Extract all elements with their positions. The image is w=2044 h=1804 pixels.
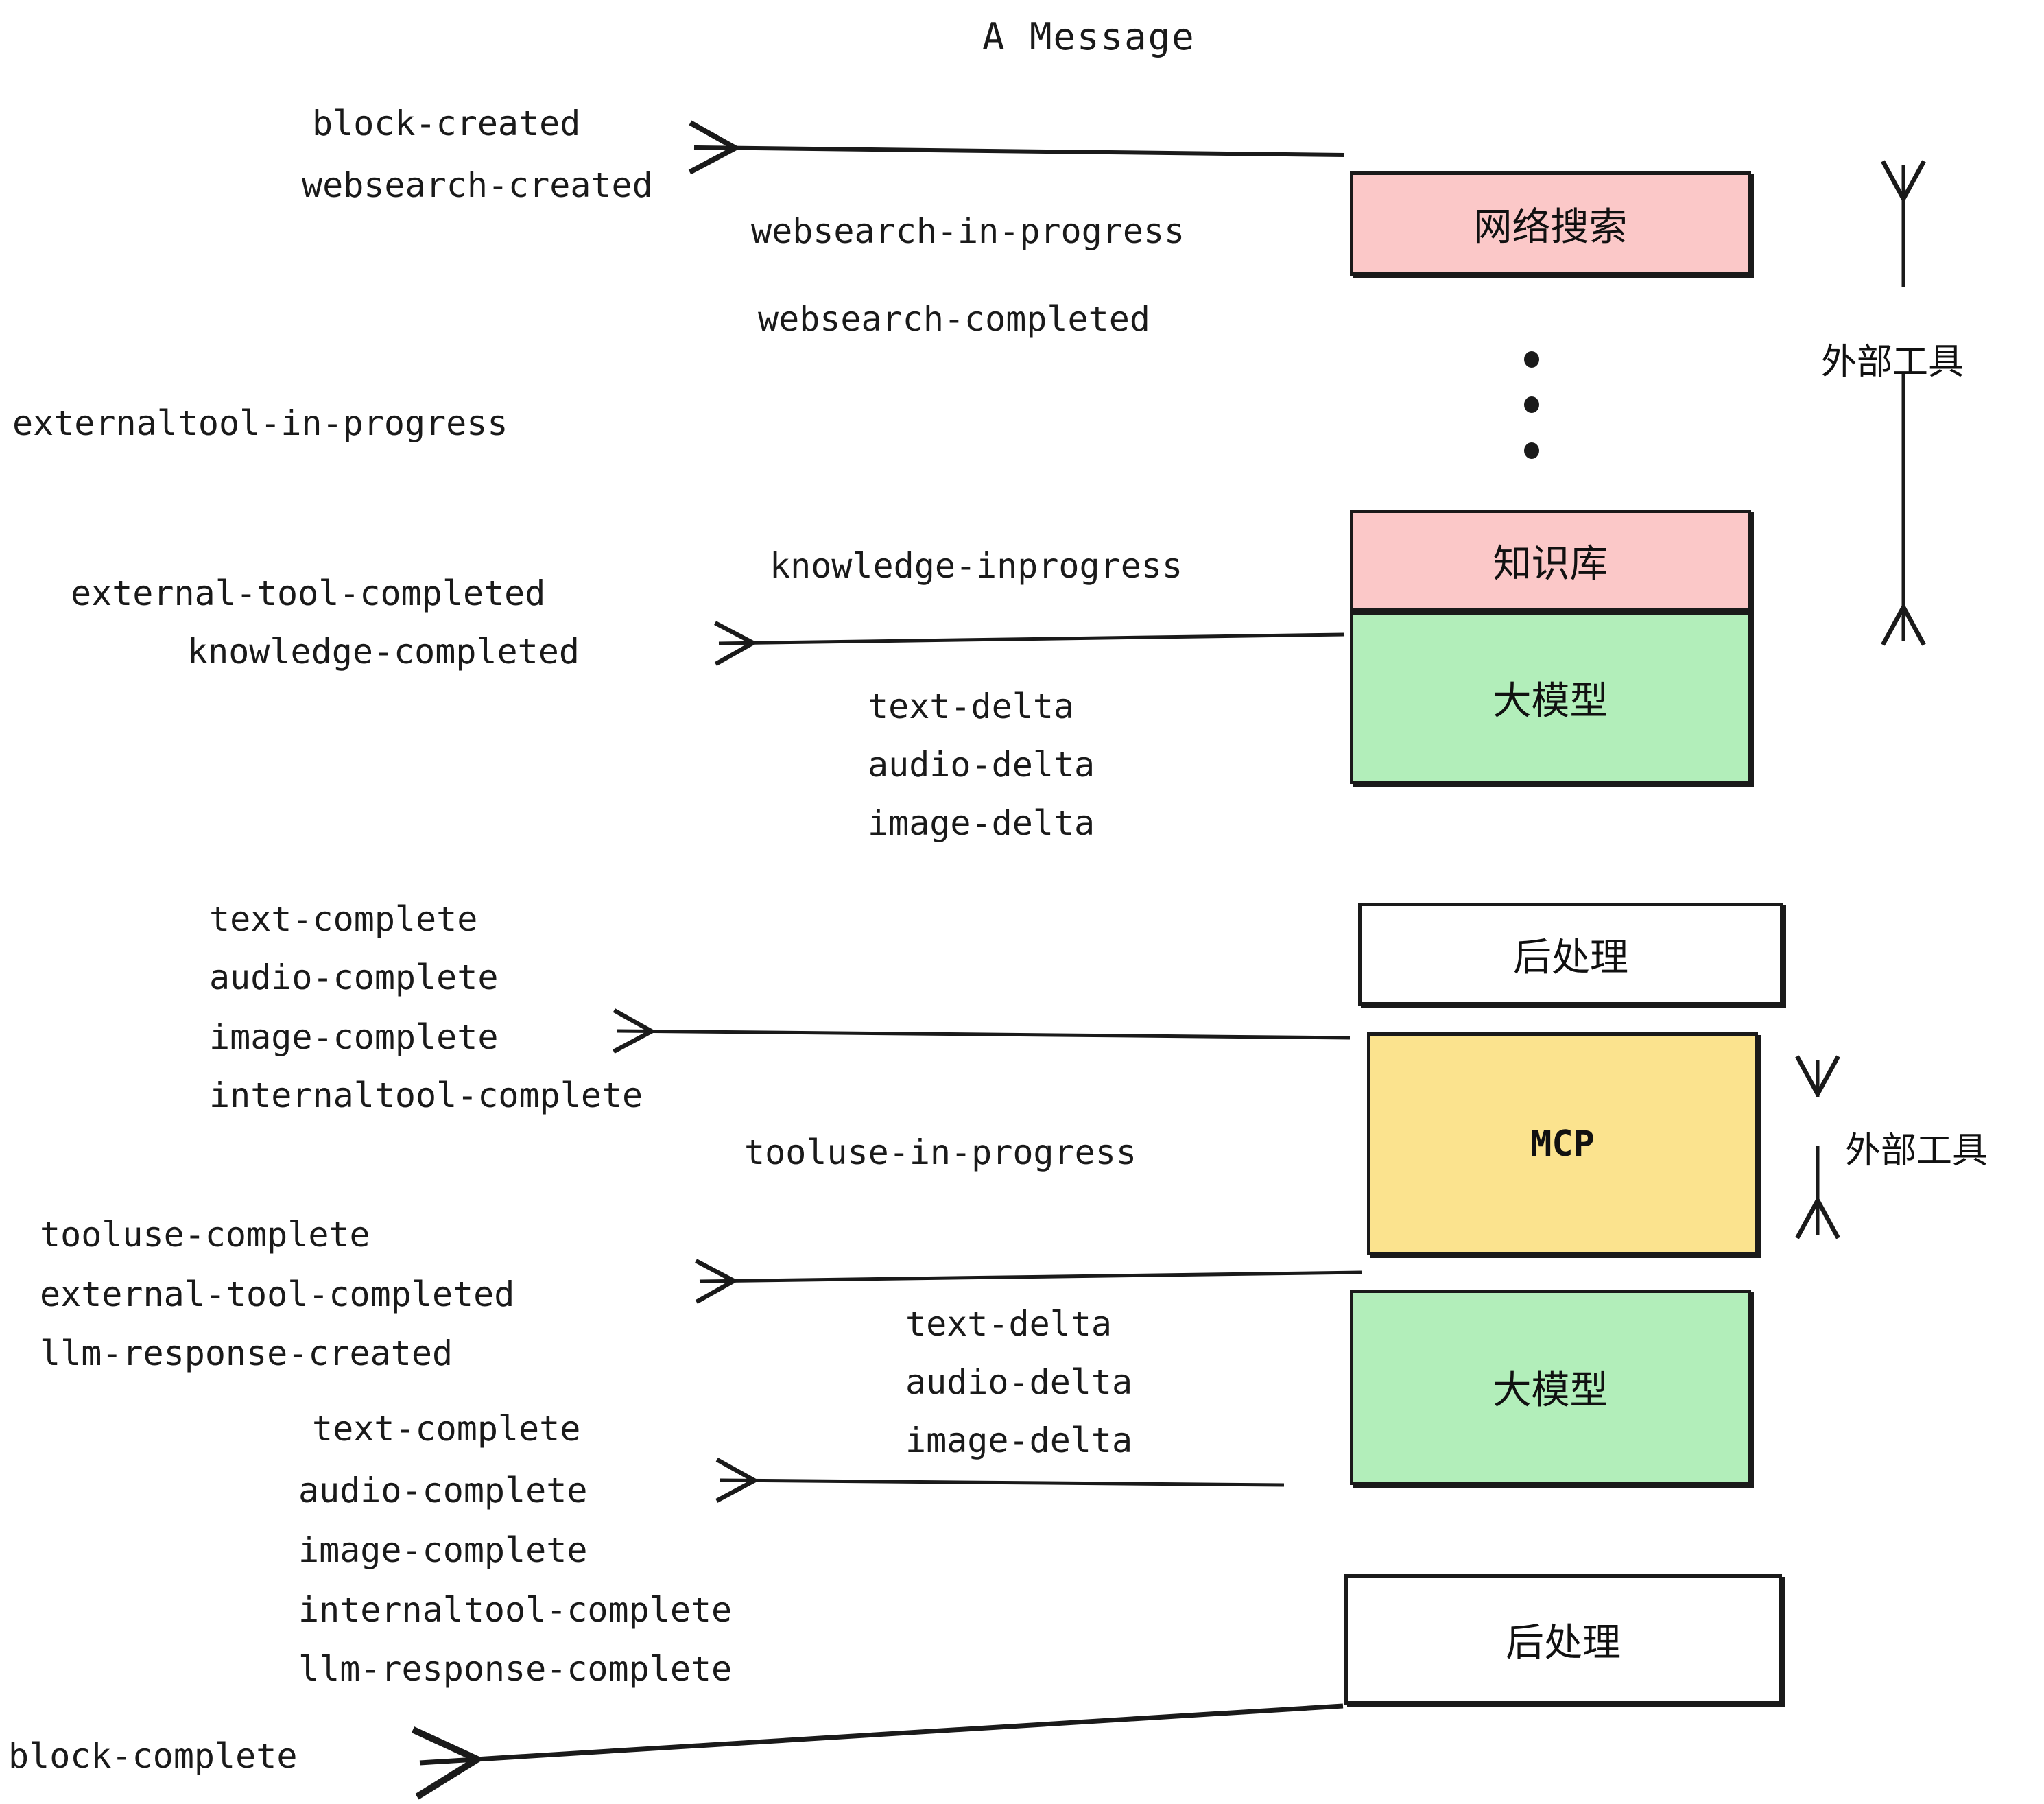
box-websearch[interactable]: 网络搜索 — [1350, 171, 1751, 276]
event-image-delta-1: image-delta — [868, 803, 1095, 843]
event-knowledge-inprogress: knowledge-inprogress — [770, 546, 1183, 586]
event-block-created: block-created — [312, 104, 581, 143]
box-postprocess-second[interactable]: 后处理 — [1344, 1574, 1782, 1705]
event-websearch-created: websearch-created — [302, 165, 653, 205]
box-postprocess-first[interactable]: 后处理 — [1358, 903, 1783, 1006]
event-block-complete: block-complete — [8, 1736, 298, 1776]
event-text-complete-1: text-complete — [209, 899, 478, 939]
ellipsis-dot — [1524, 351, 1539, 368]
arrow-post2-to-blockcomplete — [420, 1703, 1344, 1763]
event-internaltool-complete-1: internaltool-complete — [209, 1076, 643, 1115]
ellipsis-dot — [1524, 396, 1539, 413]
box-knowledge[interactable]: 知识库 — [1350, 510, 1751, 611]
event-llm-response-created: llm-response-created — [40, 1333, 453, 1373]
event-audio-delta-2: audio-delta — [905, 1362, 1133, 1402]
event-text-delta-2: text-delta — [905, 1304, 1113, 1344]
event-websearch-completed: websearch-completed — [758, 299, 1150, 339]
event-websearch-in-progress: websearch-in-progress — [751, 211, 1185, 251]
event-text-complete-2: text-complete — [312, 1409, 581, 1449]
event-tooluse-complete: tooluse-complete — [40, 1215, 370, 1255]
box-llm-second[interactable]: 大模型 — [1350, 1290, 1751, 1485]
event-llm-response-complete: llm-response-complete — [298, 1649, 733, 1689]
event-text-delta-1: text-delta — [868, 687, 1075, 726]
event-image-complete-2: image-complete — [298, 1530, 588, 1570]
event-external-tool-completed-2: external-tool-completed — [40, 1274, 515, 1314]
arrow-knowledge-to-completed — [719, 634, 1345, 643]
box-mcp[interactable]: MCP — [1367, 1032, 1758, 1255]
event-externaltool-in-progress: externaltool-in-progress — [12, 403, 508, 443]
event-tooluse-in-progress: tooluse-in-progress — [744, 1132, 1137, 1172]
box-llm-first-label: 大模型 — [1493, 678, 1608, 724]
arrow-websearch-to-blockcreated — [694, 147, 1345, 155]
event-internaltool-complete-2: internaltool-complete — [298, 1590, 733, 1630]
event-external-tool-completed-1: external-tool-completed — [71, 573, 546, 613]
box-mcp-label: MCP — [1530, 1123, 1595, 1165]
box-llm-second-label: 大模型 — [1493, 1368, 1608, 1413]
event-image-complete-1: image-complete — [209, 1017, 499, 1057]
event-audio-complete-2: audio-complete — [298, 1471, 588, 1510]
box-llm-first[interactable]: 大模型 — [1350, 611, 1751, 784]
box-websearch-label: 网络搜索 — [1473, 204, 1628, 250]
arrow-llm2-to-audiocomplete — [720, 1480, 1285, 1485]
box-postprocess-second-label: 后处理 — [1506, 1620, 1621, 1665]
side-label-external-tools-top: 外部工具 — [1821, 342, 1964, 383]
event-audio-complete-1: audio-complete — [209, 958, 499, 997]
event-knowledge-completed: knowledge-completed — [187, 632, 580, 672]
box-knowledge-label: 知识库 — [1493, 541, 1608, 586]
event-image-delta-2: image-delta — [905, 1421, 1133, 1460]
page-title: A Message — [982, 15, 1196, 58]
event-audio-delta-1: audio-delta — [868, 745, 1095, 785]
arrow-mcp-to-externaltoolcompleted — [700, 1272, 1362, 1281]
arrow-post1-to-imagecomplete — [617, 1031, 1351, 1038]
ellipsis-dot — [1524, 442, 1539, 459]
side-label-external-tools-bottom: 外部工具 — [1845, 1130, 1988, 1172]
box-postprocess-first-label: 后处理 — [1513, 935, 1628, 980]
